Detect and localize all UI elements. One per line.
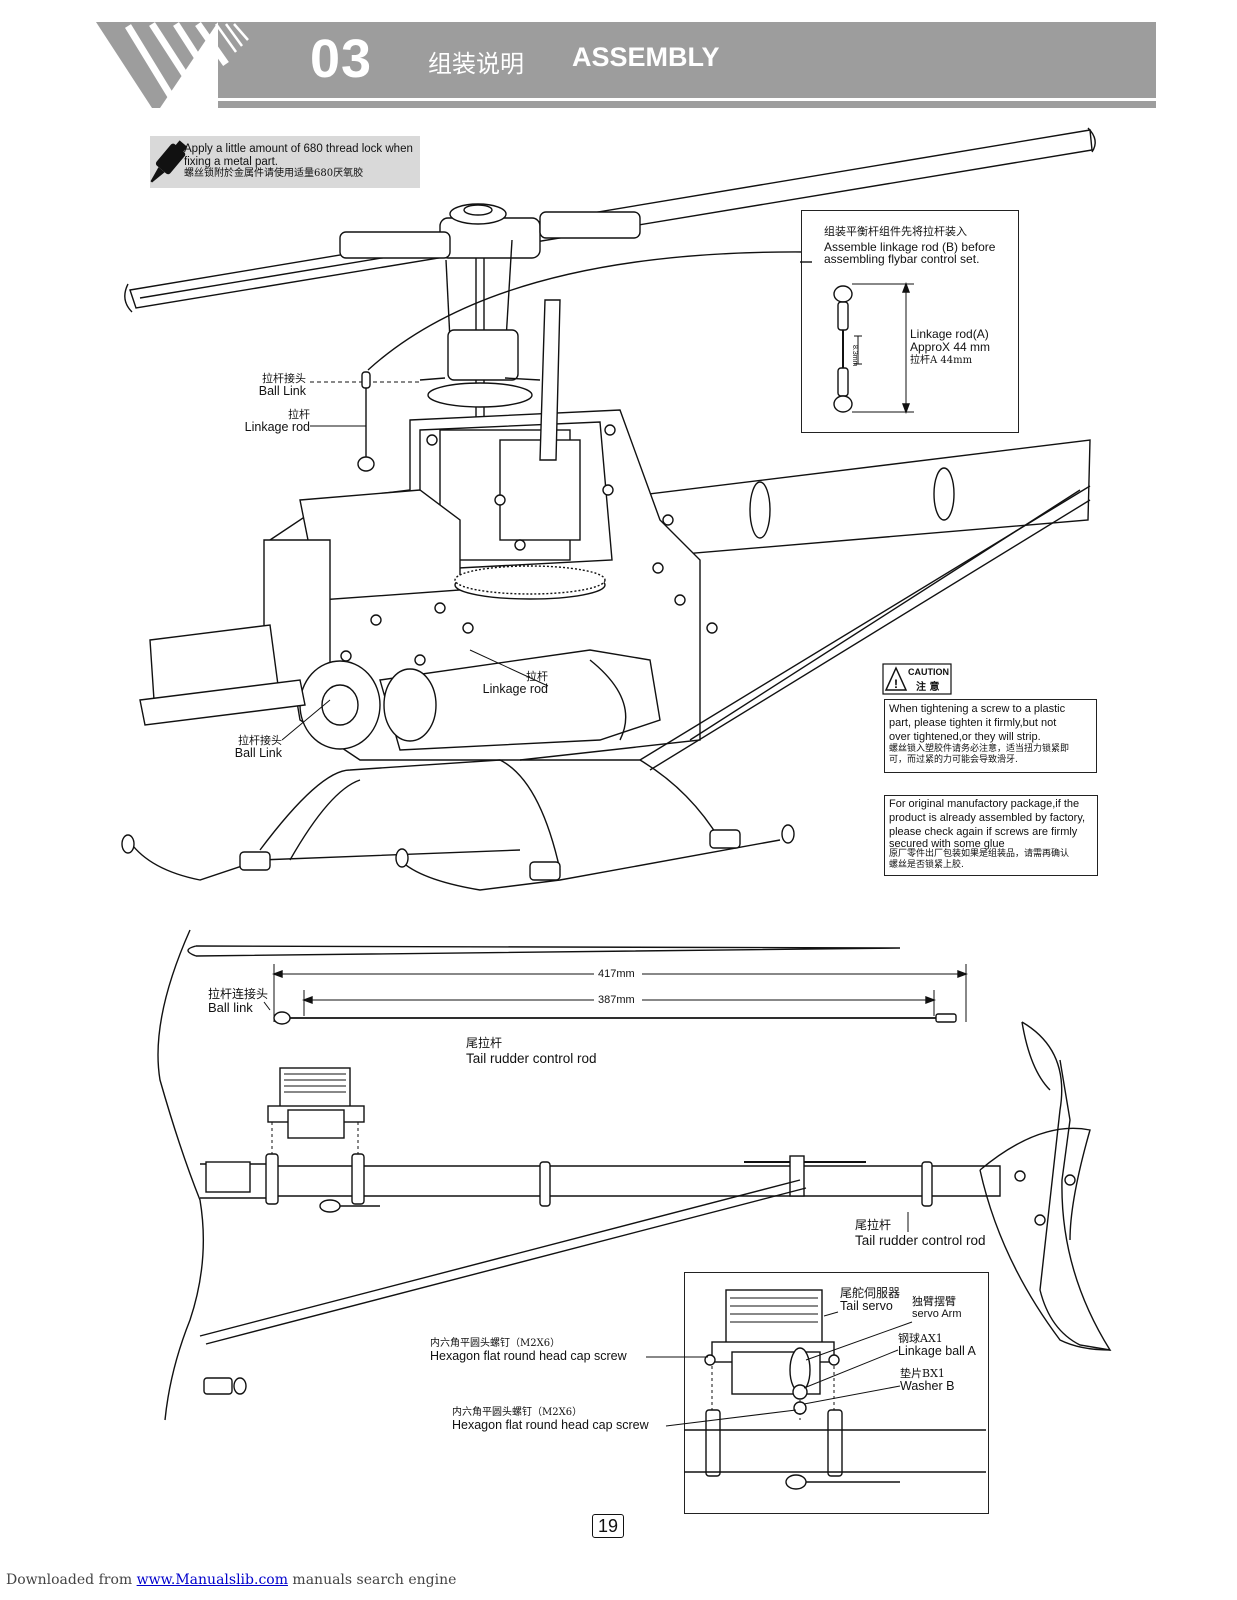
linkage-ball-label: 钢球AX1 Linkage ball A bbox=[898, 1332, 976, 1358]
cap-screw-label-2: 内六角平圆头螺钉（M2X6） Hexagon flat round head c… bbox=[452, 1406, 649, 1432]
tail-ball-link-en: Ball link bbox=[208, 1000, 253, 1015]
factory-text-4: secured with some glue bbox=[889, 838, 1005, 850]
flybar-title-en-2: assembling flybar control set. bbox=[824, 252, 980, 266]
factory-text-2: product is already assembled by factory, bbox=[889, 812, 1086, 824]
section-number: 03 bbox=[310, 29, 373, 89]
flybar-title-cn: 组装平衡杆组件先将拉杆装入 bbox=[824, 225, 967, 238]
tail-rod-label-right: 尾拉杆 Tail rudder control rod bbox=[855, 1218, 986, 1248]
ball-link-bottom-cn: 拉杆接头 bbox=[238, 734, 282, 747]
dim-387mm: 387mm bbox=[598, 994, 635, 1006]
manualslib-link[interactable]: www.Manualslib.com bbox=[136, 1572, 288, 1588]
linkage-ball-cn: 钢球AX1 bbox=[898, 1332, 943, 1345]
tail-servo-label: 尾舵伺服器 Tail servo bbox=[840, 1287, 900, 1313]
servo-arm-en: servo Arm bbox=[912, 1308, 962, 1320]
caution-note-box: When tightening a screw to a plastic par… bbox=[884, 699, 1097, 773]
tail-rod-top-en: Tail rudder control rod bbox=[466, 1051, 597, 1066]
flybar-box-title: 组装平衡杆组件先将拉杆装入 Assemble linkage rod (B) b… bbox=[824, 225, 996, 266]
caution-text-2: part, please tighten it firmly,but not bbox=[889, 717, 1057, 729]
factory-text-cn-2: 螺丝是否锁紧上胶. bbox=[889, 860, 964, 870]
cap-screw-2-cn: 内六角平圆头螺钉（M2X6） bbox=[452, 1407, 583, 1418]
glue-bottle-icon bbox=[150, 140, 188, 183]
linkage-rod-top-en: Linkage rod bbox=[244, 420, 310, 434]
tip-line-1: Apply a little amount of 680 thread lock… bbox=[184, 143, 413, 155]
linkage-rod-top-cn: 拉杆 bbox=[288, 408, 310, 421]
ball-link-top-en: Ball Link bbox=[258, 384, 306, 398]
threadlock-tip-text: Apply a little amount of 680 thread lock… bbox=[184, 143, 413, 181]
tail-servo-cn: 尾舵伺服器 bbox=[840, 1286, 901, 1300]
ball-link-callout-bottom: 拉杆接头 Ball Link bbox=[196, 734, 282, 760]
factory-text-1: For original manufactory package,if the bbox=[889, 798, 1080, 810]
caution-badge-cn: 注 意 bbox=[916, 682, 940, 693]
cap-screw-1-en: Hexagon flat round head cap screw bbox=[430, 1349, 627, 1363]
cap-screw-label-1: 内六角平圆头螺钉（M2X6） Hexagon flat round head c… bbox=[430, 1337, 627, 1363]
download-footer: Downloaded from www.Manualslib.com manua… bbox=[6, 1572, 456, 1588]
servo-arm-cn: 独臂摆臂 bbox=[912, 1295, 956, 1308]
warning-triangle-icon bbox=[884, 666, 908, 691]
caution-text-cn-1: 螺丝锁入塑胶件请务必注意，适当扭力锁紧即 bbox=[889, 744, 1070, 754]
tail-rod-top-cn: 尾拉杆 bbox=[466, 1036, 503, 1050]
footer-suffix: manuals search engine bbox=[287, 1572, 457, 1588]
washer-en: Washer B bbox=[900, 1379, 955, 1393]
ball-link-bottom-en: Ball Link bbox=[234, 746, 282, 760]
tip-line-cn: 螺丝锁附於金属件请使用适量680厌氧胶 bbox=[184, 168, 364, 179]
header-underline bbox=[218, 101, 1156, 108]
caution-text-cn-2: 可，而过紧的力可能会导致滑牙. bbox=[889, 755, 1018, 765]
linkage-rod-mid-en: Linkage rod bbox=[482, 682, 548, 696]
dim-417mm: 417mm bbox=[598, 968, 635, 980]
rod-a-label-1: Linkage rod(A) bbox=[910, 327, 989, 341]
footer-prefix: Downloaded from bbox=[6, 1572, 133, 1588]
svg-text:!: ! bbox=[894, 677, 898, 691]
factory-note-box: For original manufactory package,if the … bbox=[884, 795, 1098, 876]
tail-rod-right-cn: 尾拉杆 bbox=[855, 1218, 892, 1232]
rod-a-label-2: ApproX 44 mm bbox=[910, 340, 991, 354]
factory-text-cn-1: 原厂零件出厂包装如果是组装品，请需再确认 bbox=[889, 849, 1070, 859]
page-number: 19 bbox=[592, 1514, 624, 1538]
servo-arm-label: 独臂摆臂 servo Arm bbox=[912, 1295, 962, 1321]
caution-text-3: over tightened,or they will strip. bbox=[889, 731, 1041, 743]
section-title-cn: 组装说明 bbox=[428, 50, 524, 78]
section-title-en: ASSEMBLY bbox=[572, 42, 720, 72]
caution-badge-en: CAUTION bbox=[908, 667, 949, 677]
linkage-rod-callout-mid: 拉杆 Linkage rod bbox=[470, 670, 548, 696]
linkage-rod-callout-top: 拉杆 Linkage rod bbox=[220, 408, 310, 434]
caution-text-1: When tightening a screw to a plastic bbox=[889, 703, 1066, 715]
tail-servo-en: Tail servo bbox=[840, 1299, 893, 1313]
tail-ball-link-cn: 拉杆连接头 bbox=[208, 987, 269, 1001]
ball-link-callout-top: 拉杆接头 Ball Link bbox=[220, 372, 306, 398]
washer-label: 垫片BX1 Washer B bbox=[900, 1367, 954, 1393]
linkage-rod-mid-cn: 拉杆 bbox=[526, 670, 548, 683]
tail-rod-label-top: 尾拉杆 Tail rudder control rod bbox=[466, 1036, 597, 1066]
cap-screw-1-cn: 内六角平圆头螺钉（M2X6） bbox=[430, 1338, 561, 1349]
cap-screw-2-en: Hexagon flat round head cap screw bbox=[452, 1418, 649, 1432]
ball-link-top-cn: 拉杆接头 bbox=[262, 372, 306, 385]
tail-rod-right-en: Tail rudder control rod bbox=[855, 1233, 986, 1248]
washer-cn: 垫片BX1 bbox=[900, 1367, 945, 1380]
tail-ball-link-label: 拉杆连接头 Ball link bbox=[208, 987, 269, 1015]
linkage-ball-en: Linkage ball A bbox=[898, 1344, 976, 1358]
linkage-rod-a-label: Linkage rod(A) ApproX 44 mm 拉杆A 44mm bbox=[910, 328, 990, 367]
header-logo-graphic bbox=[96, 21, 1156, 108]
tip-line-2: fixing a metal part. bbox=[184, 155, 278, 168]
rod-a-label-cn: 拉杆A 44mm bbox=[910, 355, 973, 366]
threadlock-tip-box bbox=[150, 136, 420, 188]
factory-text-3: please check again if screws are firmly bbox=[889, 826, 1078, 838]
flybar-title-en-1: Assemble linkage rod (B) before bbox=[824, 240, 996, 254]
